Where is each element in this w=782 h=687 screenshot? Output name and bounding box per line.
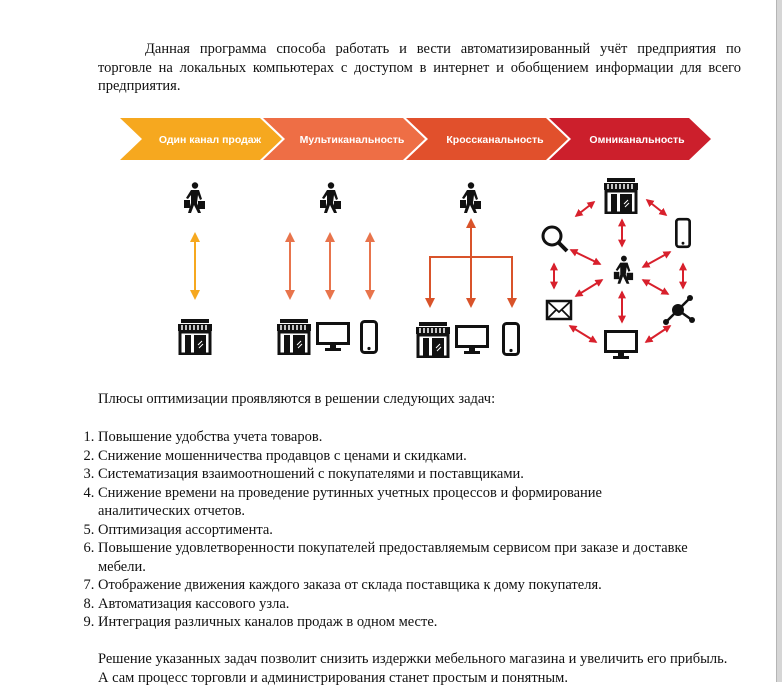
omni-arrows	[550, 199, 687, 343]
page-edge	[776, 0, 782, 682]
list-item: Систематизация взаимоотношений с покупат…	[98, 465, 698, 484]
stage-chevrons: Один канал продаж Мультиканальность Крос…	[120, 118, 711, 160]
chevron-single-channel	[120, 118, 282, 160]
shopper-icon	[460, 182, 481, 213]
chevron-multichannel	[263, 118, 425, 160]
monitor-icon	[604, 330, 638, 360]
list-item: Повышение удобства учета товаров.	[98, 428, 698, 447]
monitor-icon	[455, 325, 489, 355]
shopper-icon	[613, 255, 634, 284]
stage-label: Омниканальность	[589, 134, 685, 146]
store-icon	[416, 322, 450, 358]
shopper-icon	[320, 182, 341, 213]
list-item: Снижение времени на проведение рутинных …	[98, 484, 698, 521]
chevron-crosschannel	[406, 118, 568, 160]
stage-label: Мультиканальность	[300, 134, 405, 146]
list-item: Отображение движения каждого заказа от с…	[98, 576, 698, 595]
phone-icon	[675, 217, 691, 249]
phone-icon	[360, 320, 378, 354]
list-item: Оптимизация ассортимента.	[98, 521, 698, 540]
search-icon	[541, 225, 569, 253]
store-icon	[277, 319, 311, 355]
monitor-icon	[316, 322, 350, 352]
list-item: Повышение удовлетворенности покупателей …	[98, 539, 698, 576]
benefits-intro: Плюсы оптимизации проявляются в решении …	[98, 391, 496, 407]
chevron-omnichannel	[549, 118, 711, 160]
intro-paragraph: Данная программа способа работать и вест…	[98, 41, 741, 94]
phone-icon	[502, 322, 520, 356]
network-icon	[663, 295, 695, 325]
stage-label: Кроссканальность	[446, 134, 544, 146]
store-icon	[178, 319, 212, 355]
conclusion-paragraph: Решение указанных задач позволит снизить…	[98, 651, 728, 686]
envelope-icon	[545, 299, 573, 321]
list-item: Интеграция различных каналов продаж в од…	[98, 613, 698, 632]
shopper-icon	[184, 182, 205, 213]
list-item: Автоматизация кассового узла.	[98, 595, 698, 614]
list-item: Снижение мошенничества продавцов с ценам…	[98, 447, 698, 466]
channels-diagram: Один канал продаж Мультиканальность Крос…	[120, 118, 711, 360]
store-icon	[604, 178, 638, 214]
stage-label: Один канал продаж	[159, 134, 262, 146]
benefits-list: Повышение удобства учета товаров. Снижен…	[52, 428, 698, 632]
